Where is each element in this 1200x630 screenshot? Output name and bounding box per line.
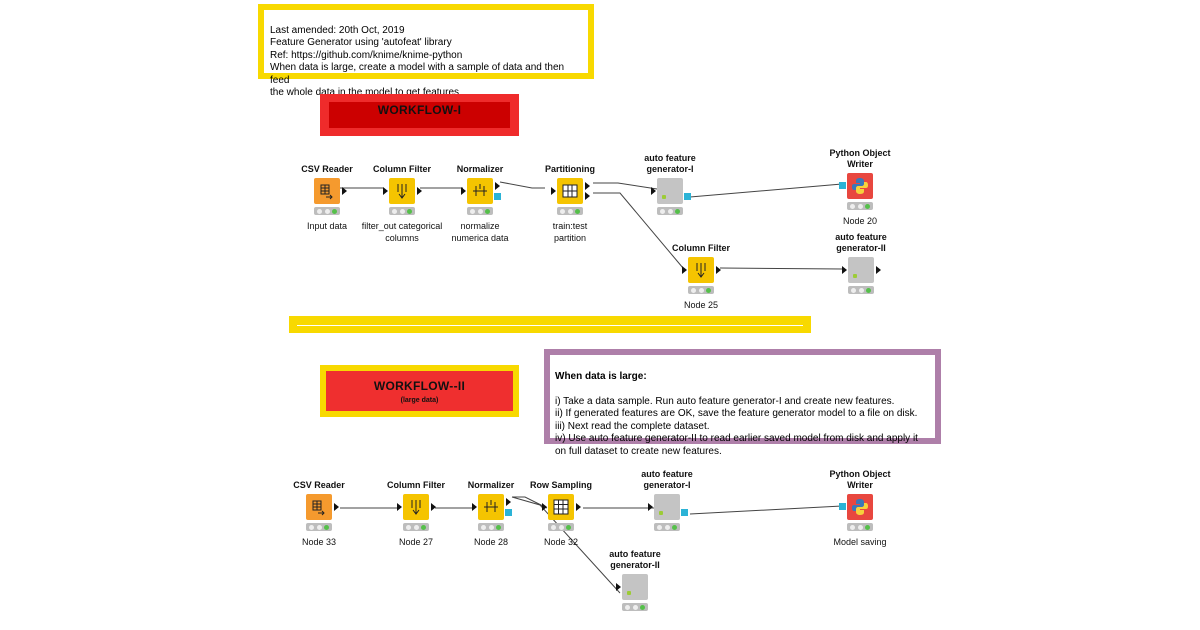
node-title: auto feature generator-II bbox=[835, 232, 887, 253]
node-label[interactable]: Node 25 bbox=[683, 300, 719, 310]
python-script-icon[interactable] bbox=[651, 178, 691, 204]
node-status bbox=[306, 523, 332, 531]
node-status bbox=[478, 523, 504, 531]
node-status bbox=[389, 207, 415, 215]
node-status bbox=[654, 523, 680, 531]
large-data-text: i) Take a data sample. Run auto feature … bbox=[555, 395, 918, 457]
large-data-annotation: When data is large: i) Take a data sampl… bbox=[544, 349, 941, 457]
node-label[interactable]: Node 33 bbox=[301, 537, 337, 547]
node-label[interactable]: Node 27 bbox=[398, 537, 434, 547]
node-title: auto feature generator-I bbox=[641, 469, 693, 490]
normalizer-icon[interactable] bbox=[472, 494, 512, 520]
workflow-2-subtitle: (large data) bbox=[400, 396, 439, 404]
node-status bbox=[548, 523, 574, 531]
node-title: Python Object Writer bbox=[829, 469, 891, 490]
top-annotation-text: Last amended: 20th Oct, 2019 Feature Gen… bbox=[270, 24, 565, 99]
node-title: CSV Reader bbox=[293, 480, 345, 490]
partitioning-icon[interactable] bbox=[551, 178, 590, 204]
workflow-1-title-box: WORKFLOW-I bbox=[320, 94, 519, 136]
python-icon[interactable] bbox=[839, 494, 873, 520]
python-icon[interactable] bbox=[839, 173, 873, 199]
column-filter-icon[interactable] bbox=[383, 178, 422, 204]
node-status bbox=[688, 286, 714, 294]
node-title: Normalizer bbox=[456, 164, 504, 174]
node-label[interactable]: Model saving bbox=[833, 537, 887, 547]
python-script-icon[interactable] bbox=[616, 574, 648, 600]
node-title: Partitioning bbox=[545, 164, 595, 174]
node-status bbox=[848, 286, 874, 294]
column-filter-icon[interactable] bbox=[682, 257, 721, 283]
node-title: Row Sampling bbox=[529, 480, 592, 490]
large-data-heading: When data is large: bbox=[555, 370, 647, 382]
node-label[interactable]: normalize numerica data bbox=[451, 221, 509, 243]
python-script-icon[interactable] bbox=[842, 257, 881, 283]
node-label[interactable]: Node 28 bbox=[473, 537, 509, 547]
node-label[interactable]: filter_out categorical columns bbox=[361, 221, 443, 243]
node-title: Column Filter bbox=[672, 243, 730, 253]
normalizer-icon[interactable] bbox=[461, 178, 501, 204]
connection bbox=[719, 267, 844, 270]
python-script-icon[interactable] bbox=[648, 494, 688, 520]
node-label[interactable]: Input data bbox=[306, 221, 348, 231]
node-title: auto feature generator-II bbox=[609, 549, 661, 570]
node-status bbox=[657, 207, 683, 215]
workflow-2-title: WORKFLOW--II bbox=[373, 378, 466, 393]
node-label[interactable]: train:test partition bbox=[552, 221, 588, 243]
row-sampling-icon[interactable] bbox=[542, 494, 581, 520]
node-label[interactable]: Node 20 bbox=[842, 216, 878, 226]
node-status bbox=[847, 202, 873, 210]
csv-reader-icon[interactable] bbox=[306, 494, 339, 520]
node-status bbox=[314, 207, 340, 215]
connection bbox=[689, 505, 843, 515]
node-title: CSV Reader bbox=[301, 164, 353, 174]
node-status bbox=[847, 523, 873, 531]
node-status bbox=[467, 207, 493, 215]
node-label[interactable]: Node 32 bbox=[543, 537, 579, 547]
connection bbox=[689, 183, 843, 198]
node-title: Python Object Writer bbox=[829, 148, 891, 169]
connection bbox=[593, 182, 658, 190]
node-title: Normalizer bbox=[467, 480, 515, 490]
node-status bbox=[622, 603, 648, 611]
node-title: auto feature generator-I bbox=[644, 153, 696, 174]
csv-reader-icon[interactable] bbox=[314, 178, 347, 204]
workflow-1-title: WORKFLOW-I bbox=[377, 103, 462, 117]
connection bbox=[499, 181, 545, 189]
node-status bbox=[557, 207, 583, 215]
workflow-2-title-box: WORKFLOW--II (large data) bbox=[320, 365, 519, 417]
node-title: Column Filter bbox=[373, 164, 431, 174]
column-filter-icon[interactable] bbox=[397, 494, 436, 520]
separator-bar bbox=[289, 316, 811, 333]
node-status bbox=[403, 523, 429, 531]
top-annotation: Last amended: 20th Oct, 2019 Feature Gen… bbox=[258, 4, 594, 98]
node-title: Column Filter bbox=[387, 480, 445, 490]
